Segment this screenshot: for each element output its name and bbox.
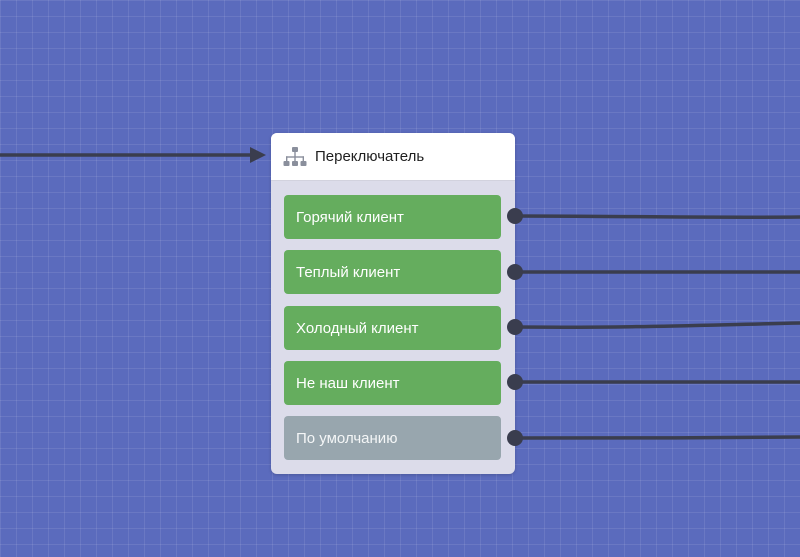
branch-default[interactable]: По умолчанию	[284, 416, 501, 460]
outgoing-connection-line[interactable]	[514, 321, 800, 329]
output-port-hot-client[interactable]	[507, 208, 523, 224]
sitemap-icon	[283, 146, 307, 166]
output-port-default[interactable]	[507, 430, 523, 446]
branch-cold-client[interactable]: Холодный клиент	[284, 306, 501, 350]
incoming-arrow-icon	[250, 147, 266, 163]
branch-hot-client[interactable]: Горячий клиент	[284, 195, 501, 239]
node-title: Переключатель	[315, 148, 425, 165]
outgoing-connection-line[interactable]	[514, 435, 800, 440]
branch-warm-client[interactable]: Теплый клиент	[284, 250, 501, 294]
output-port-cold-client[interactable]	[507, 319, 523, 335]
switch-node[interactable]: Переключатель Горячий клиент Теплый клие…	[271, 133, 515, 474]
output-port-warm-client[interactable]	[507, 264, 523, 280]
branch-not-our-client[interactable]: Не наш клиент	[284, 361, 501, 405]
node-header[interactable]: Переключатель	[271, 133, 515, 181]
output-port-not-our-client[interactable]	[507, 374, 523, 390]
outgoing-connection-line[interactable]	[514, 214, 800, 220]
